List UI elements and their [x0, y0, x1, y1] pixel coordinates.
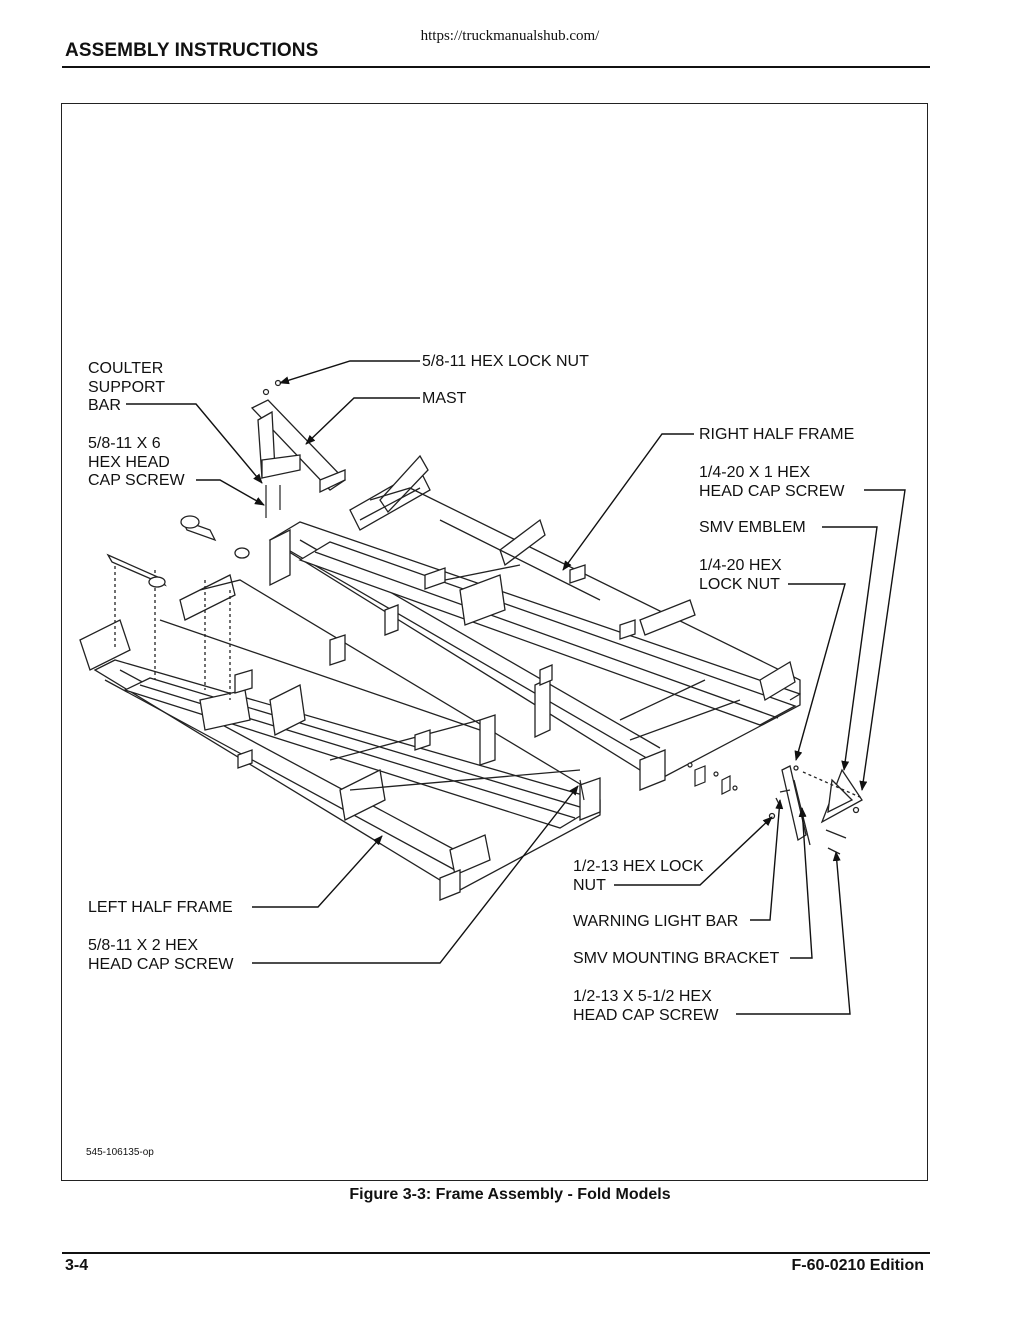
leader-lines: [126, 360, 906, 1015]
label-mast: MAST: [422, 390, 467, 407]
label-right-half-frame: RIGHT HALF FRAME: [699, 426, 855, 443]
smv-assembly-drawing: [768, 765, 863, 855]
label-cap-screw-5-8x2: 5/8-11 X 2 HEX HEAD CAP SCREW: [88, 937, 234, 973]
label-cap-screw-1-2: 1/2-13 X 5-1/2 HEX HEAD CAP SCREW: [573, 988, 719, 1024]
coulter-support-bar-drawing: [106, 515, 250, 588]
label-hex-lock-nut-1-2: 1/2-13 HEX LOCK NUT: [573, 858, 704, 894]
label-cap-screw-5-8x6: 5/8-11 X 6 HEX HEAD CAP SCREW: [88, 435, 185, 489]
left-half-frame-drawing: [79, 560, 601, 901]
edition-label: F-60-0210 Edition: [791, 1257, 924, 1274]
label-left-half-frame: LEFT HALF FRAME: [88, 899, 233, 916]
mast-drawing: [250, 399, 347, 494]
drawing-code: 545-106135-op: [86, 1147, 154, 1158]
section-title: ASSEMBLY INSTRUCTIONS: [65, 40, 319, 61]
label-warning-light-bar: WARNING LIGHT BAR: [573, 913, 739, 930]
hardware-drawing: [262, 379, 738, 801]
right-half-frame-drawing: [268, 454, 801, 791]
label-hex-lock-nut-5-8: 5/8-11 HEX LOCK NUT: [422, 353, 589, 370]
header-rule: [62, 66, 930, 68]
footer-rule: [62, 1252, 930, 1254]
label-smv-emblem: SMV EMBLEM: [699, 519, 806, 536]
figure-caption: Figure 3-3: Frame Assembly - Fold Models: [349, 1186, 671, 1203]
figure-frame: [61, 103, 928, 1181]
page-number: 3-4: [65, 1257, 89, 1274]
label-cap-screw-1-4x1: 1/4-20 X 1 HEX HEAD CAP SCREW: [699, 464, 845, 500]
label-hex-lock-nut-1-4: 1/4-20 HEX LOCK NUT: [699, 557, 782, 593]
label-coulter-support-bar: COULTER SUPPORT BAR: [88, 360, 166, 414]
source-url: https://truckmanualshub.com/: [420, 28, 600, 44]
label-smv-mounting-bracket: SMV MOUNTING BRACKET: [573, 950, 780, 967]
